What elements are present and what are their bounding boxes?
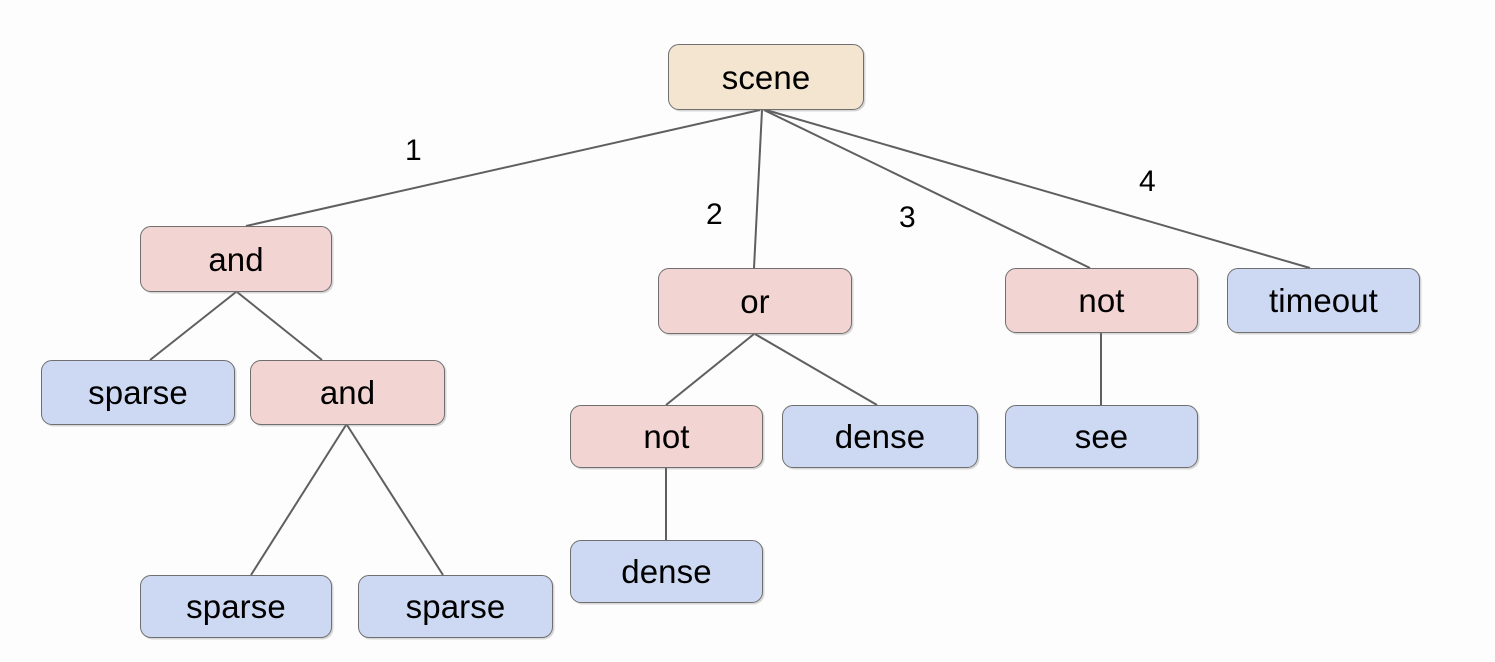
node-or1[interactable]: or [658, 268, 852, 334]
edge-scene-to-and1 [245, 109, 761, 227]
edge-scene-to-timeout1 [765, 109, 1311, 269]
node-see1[interactable]: see [1005, 405, 1198, 468]
node-label: dense [834, 418, 926, 455]
edge-label-3: 3 [899, 201, 916, 234]
edge-label-1: 1 [405, 134, 422, 167]
node-dense2[interactable]: dense [570, 540, 763, 603]
edge-and1-to-sparse1 [149, 291, 237, 361]
node-dense1[interactable]: dense [782, 405, 978, 468]
node-label: sparse [186, 588, 286, 625]
node-label: scene [721, 58, 811, 96]
node-label: timeout [1269, 282, 1378, 319]
edge-and2-to-sparse2 [250, 424, 347, 576]
node-label: sparse [405, 588, 506, 625]
edge-label-2: 2 [706, 198, 723, 231]
node-sparse2[interactable]: sparse [140, 575, 332, 638]
node-label: or [740, 282, 770, 320]
edge-and2-to-sparse3 [346, 424, 444, 576]
node-label: not [643, 418, 690, 455]
node-label: sparse [88, 374, 188, 411]
node-label: and [208, 240, 264, 278]
edge-scene-to-or1 [753, 109, 763, 269]
edge-or1-to-not2 [665, 333, 755, 406]
node-label: dense [621, 553, 712, 590]
edge-label-4: 4 [1139, 165, 1156, 198]
node-label: and [319, 374, 376, 411]
node-and2[interactable]: and [250, 360, 445, 425]
node-not2[interactable]: not [570, 405, 763, 468]
node-label: see [1074, 418, 1129, 455]
edge-or1-to-dense1 [754, 333, 878, 406]
node-scene[interactable]: scene [668, 44, 864, 110]
node-and1[interactable]: and [140, 226, 332, 292]
node-sparse1[interactable]: sparse [41, 360, 235, 425]
edge-and1-to-and2 [236, 291, 323, 361]
edge-scene-to-not1 [763, 109, 1091, 269]
node-not1[interactable]: not [1005, 268, 1198, 333]
node-sparse3[interactable]: sparse [358, 575, 553, 638]
node-label: not [1078, 282, 1125, 319]
node-timeout1[interactable]: timeout [1227, 268, 1420, 333]
